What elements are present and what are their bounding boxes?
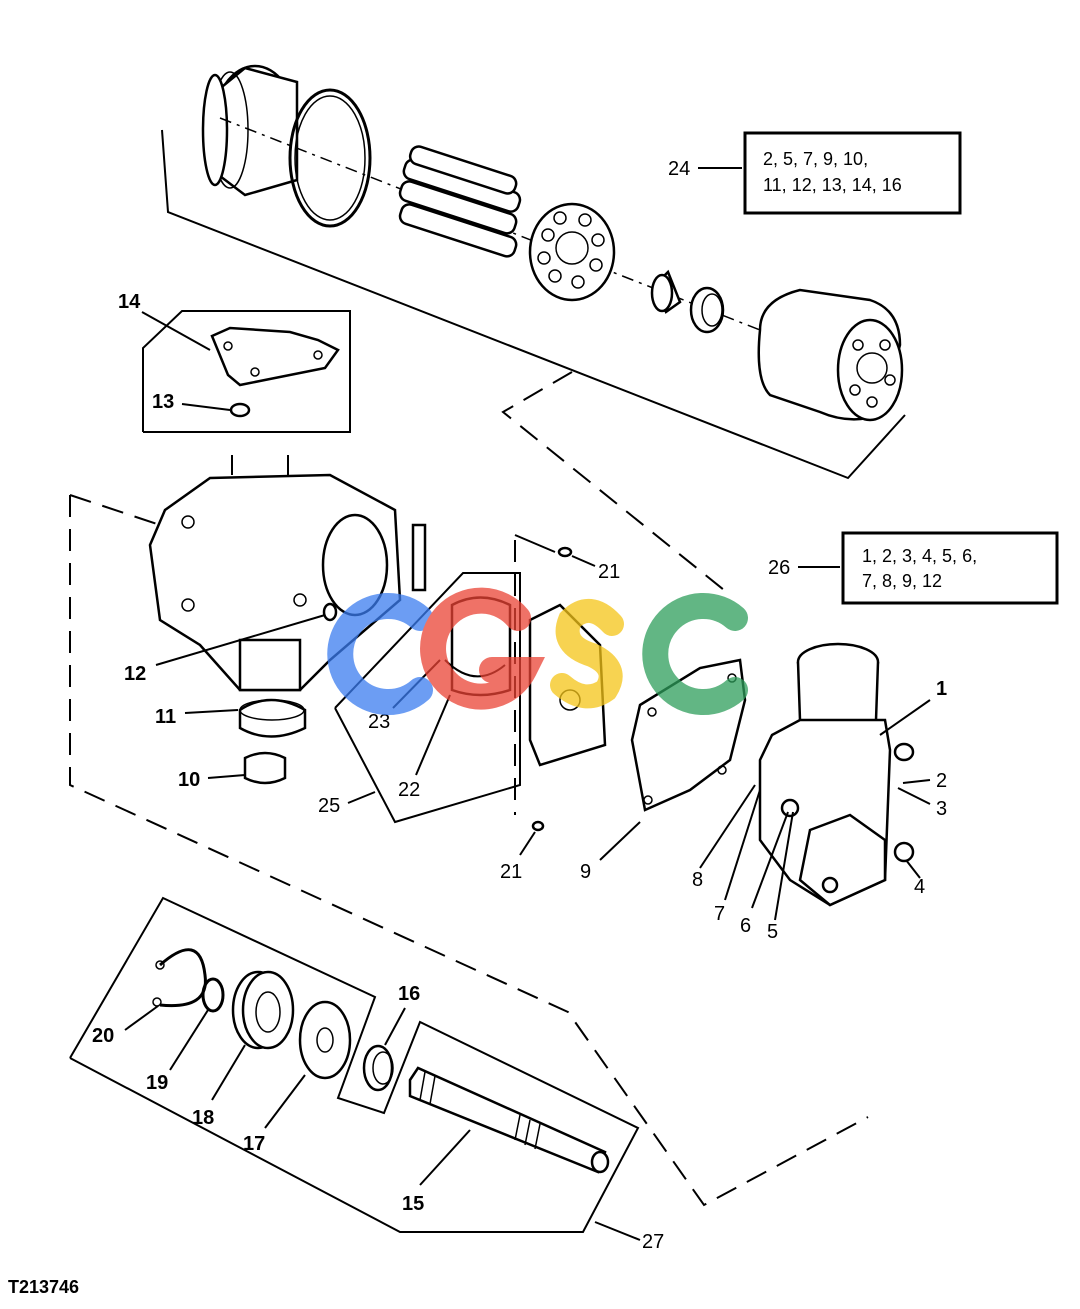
- callout-27: 27: [642, 1231, 664, 1253]
- callout-23: 23: [368, 711, 390, 733]
- callout-2: 2: [936, 770, 947, 792]
- cap-11-part: [238, 698, 307, 738]
- callout-22: 22: [398, 779, 420, 801]
- callout-18: 18: [192, 1107, 214, 1129]
- callout-6: 6: [740, 915, 751, 937]
- callout-20: 20: [92, 1025, 114, 1047]
- callout-21-bottom: 21: [500, 861, 522, 883]
- box26-line2: 7, 8, 9, 12: [862, 571, 942, 591]
- callout-25: 25: [318, 795, 340, 817]
- drive-shaft-15-part: [408, 1066, 610, 1174]
- spring-part: [689, 286, 725, 334]
- callout-15: 15: [402, 1193, 424, 1215]
- watermark-s: [550, 599, 624, 709]
- callout-16: 16: [398, 983, 420, 1005]
- callout-11: 11: [155, 706, 176, 728]
- callout-21-top: 21: [598, 561, 620, 583]
- callout-3: 3: [936, 798, 947, 820]
- watermark-g: [420, 587, 546, 710]
- watermark-logo: [327, 587, 748, 715]
- box26-line1: 1, 2, 3, 4, 5, 6,: [862, 546, 977, 566]
- watermark-c2: [642, 593, 748, 715]
- washer-17-part: [298, 1000, 352, 1080]
- watermark-c1: [327, 593, 433, 715]
- box24-line1: 2, 5, 7, 9, 10,: [763, 149, 868, 169]
- kit-box-26: 1, 2, 3, 4, 5, 6, 7, 8, 9, 12: [841, 531, 1059, 605]
- cylinder-block-part: [528, 202, 616, 302]
- rotating-group-outline: [161, 129, 906, 591]
- plug-10-part: [243, 751, 287, 785]
- callout-13: 13: [152, 391, 174, 413]
- kit-box-24: 2, 5, 7, 9, 10, 11, 12, 13, 14, 16: [743, 131, 962, 215]
- box24-line2: 11, 12, 13, 14, 16: [763, 175, 902, 195]
- gasket-kit-box: [142, 310, 351, 433]
- end-cover-part: [758, 642, 915, 907]
- callout-4: 4: [914, 876, 925, 898]
- callout-9: 9: [580, 861, 591, 883]
- o-ring-12-part: [322, 602, 338, 622]
- snap-ring-part: [288, 88, 372, 228]
- callout-19: 19: [146, 1072, 168, 1094]
- port-plate-drum-part: [757, 288, 904, 422]
- piston-assembly-part: [398, 145, 522, 258]
- callout-17: 17: [243, 1133, 265, 1155]
- callout-8: 8: [692, 869, 703, 891]
- callout-14: 14: [118, 291, 141, 313]
- callout-7: 7: [714, 903, 725, 925]
- callout-24: 24: [668, 158, 690, 180]
- callout-12: 12: [124, 663, 146, 685]
- shaft-kit-box-27: [69, 896, 640, 1233]
- bearing-18-part: [231, 970, 295, 1050]
- callout-26: 26: [768, 557, 790, 579]
- figure-id: T213746: [8, 1277, 79, 1297]
- bushing-part: [650, 269, 682, 314]
- callout-1: 1: [936, 678, 947, 700]
- callout-5: 5: [767, 921, 778, 943]
- callout-10: 10: [178, 769, 200, 791]
- snap-ring-19-part: [201, 977, 225, 1013]
- seal-16-part: [362, 1044, 394, 1092]
- retaining-ring-20-part: [152, 948, 207, 1008]
